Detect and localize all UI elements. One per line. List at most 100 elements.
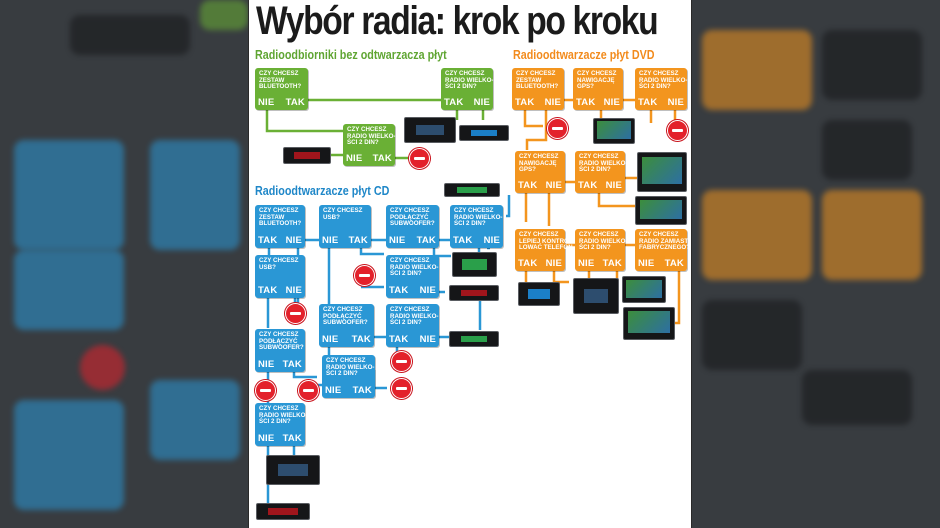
question-text: CZY CHCESZ ZESTAW BLUETOOTH? — [259, 70, 302, 91]
radio-display — [470, 129, 498, 137]
radio-display — [268, 508, 298, 515]
orange-question-box: CZY CHCESZ RADIO WIELKO- ŚCI 2 DIN? NIE TA… — [575, 229, 628, 271]
answer-nie-label: NIE — [544, 97, 561, 108]
answer-nie-label: NIE — [419, 334, 436, 345]
answer-tak-label: TAK — [352, 385, 372, 396]
answer-nie-label: NIE — [578, 258, 595, 269]
question-text: CZY CHCESZ PODŁĄCZYĆ SUBWOOFER? — [323, 306, 368, 327]
answer-tak-label: TAK — [515, 97, 535, 108]
radio-display — [278, 463, 308, 477]
stop-sign-icon — [391, 378, 412, 399]
orange-question-box: CZY CHCESZ ZESTAW BLUETOOTH? TAK NIE — [512, 68, 564, 110]
answer-tak-label: TAK — [576, 97, 596, 108]
question-text: CZY CHCESZ PODŁĄCZYĆ SUBWOOFER? — [259, 331, 304, 352]
answer-tak-label: TAK — [282, 359, 302, 370]
stop-sign-icon — [255, 380, 276, 401]
car-radio-image — [459, 125, 509, 141]
radio-display — [527, 289, 551, 299]
question-text: CZY CHCESZ NAWIGACJĘ GPS? — [577, 70, 617, 91]
radio-display — [462, 259, 487, 270]
answer-nie-label: NIE — [419, 285, 436, 296]
question-text: CZY CHCESZ USB? — [323, 207, 363, 221]
answer-tak-label: TAK — [348, 235, 368, 246]
answer-row: TAK NIE — [389, 286, 436, 296]
answer-tak-label: TAK — [389, 285, 409, 296]
question-text: CZY CHCESZ RADIO WIELKO- ŚCI 2 DIN? — [326, 357, 375, 378]
answer-tak-label: TAK — [602, 258, 622, 269]
answer-row: NIE TAK — [322, 236, 368, 246]
car-radio-image — [518, 282, 560, 306]
radio-display — [460, 289, 488, 297]
answer-nie-label: NIE — [322, 334, 339, 345]
answer-tak-label: TAK — [389, 334, 409, 345]
blue-question-box: CZY CHCESZ USB? NIE TAK — [319, 205, 371, 248]
answer-tak-label: TAK — [638, 97, 658, 108]
blurred-background-left — [0, 0, 248, 528]
orange-question-box: CZY CHCESZ LEPIEJ KONTRO- LOWAĆ TELEFON T… — [515, 229, 573, 271]
question-text: CZY CHCESZ PODŁĄCZYĆ SUBWOOFER? — [390, 207, 435, 228]
blue-question-box: CZY CHCESZ PODŁĄCZYĆ SUBWOOFER? NIE TAK — [386, 205, 439, 248]
answer-nie-label: NIE — [605, 180, 622, 191]
car-radio-image — [452, 252, 497, 277]
answer-nie-label: NIE — [389, 235, 406, 246]
car-radio-image — [256, 503, 310, 520]
question-text: CZY CHCESZ RADIO WIELKO- ŚCI 2 DIN? — [579, 231, 628, 252]
answer-nie-label: NIE — [346, 153, 363, 164]
car-radio-image — [449, 331, 499, 347]
question-text: CZY CHCESZ RADIO WIELKO- ŚCI 2 DIN? — [454, 207, 503, 228]
car-radio-image — [637, 152, 687, 192]
question-text: CZY CHCESZ RADIO WIELKO- ŚCI 2 DIN? — [639, 70, 688, 91]
radio-display — [628, 311, 670, 334]
stop-sign-icon — [354, 265, 375, 286]
stop-sign-icon — [409, 148, 430, 169]
answer-row: NIE TAK — [578, 259, 622, 269]
orange-question-box: CZY CHCESZ RADIO ZAMIAST FABRYCZNEGO?NIE… — [635, 229, 690, 271]
answer-nie-label: NIE — [483, 235, 500, 246]
car-radio-image — [623, 307, 675, 340]
question-text: CZY CHCESZ RADIO ZAMIAST FABRYCZNEGO? — [639, 231, 690, 252]
car-radio-image — [635, 196, 687, 225]
radio-display — [416, 124, 444, 136]
question-text: CZY CHCESZ RADIO WIELKO- ŚCI 2 DIN? — [445, 70, 494, 91]
answer-row: TAK NIE — [578, 181, 622, 191]
car-radio-image — [266, 455, 320, 485]
car-radio-image — [283, 147, 331, 164]
answer-nie-label: NIE — [258, 433, 275, 444]
answer-tak-label: TAK — [518, 258, 538, 269]
answer-tak-label: TAK — [285, 97, 305, 108]
answer-tak-label: TAK — [578, 180, 598, 191]
radio-display — [460, 335, 488, 343]
answer-tak-label: TAK — [416, 235, 436, 246]
answer-nie-label: NIE — [322, 235, 339, 246]
radio-display — [641, 156, 683, 185]
radio-display — [640, 199, 682, 220]
radio-display — [597, 121, 631, 139]
question-text: CZY CHCESZ USB? — [259, 257, 299, 271]
question-text: CZY CHCESZ LEPIEJ KONTRO- LOWAĆ TELEFON — [519, 231, 573, 252]
infographic-page: Wybór radia: krok po kroku Radioodbiorni… — [249, 0, 691, 528]
question-text: CZY CHCESZ ZESTAW BLUETOOTH? — [516, 70, 559, 91]
radio-display — [294, 152, 320, 159]
section-title-green: Radioodbiorniki bez odtwarzacza płyt — [255, 48, 447, 62]
section-title-blue: Radioodtwarzacze płyt CD — [255, 184, 390, 198]
question-text: CZY CHCESZ RADIO WIELKO- ŚCI 2 DIN? — [347, 126, 396, 147]
stop-sign-icon — [547, 118, 568, 139]
car-radio-image — [622, 276, 666, 303]
car-radio-image — [444, 183, 500, 197]
